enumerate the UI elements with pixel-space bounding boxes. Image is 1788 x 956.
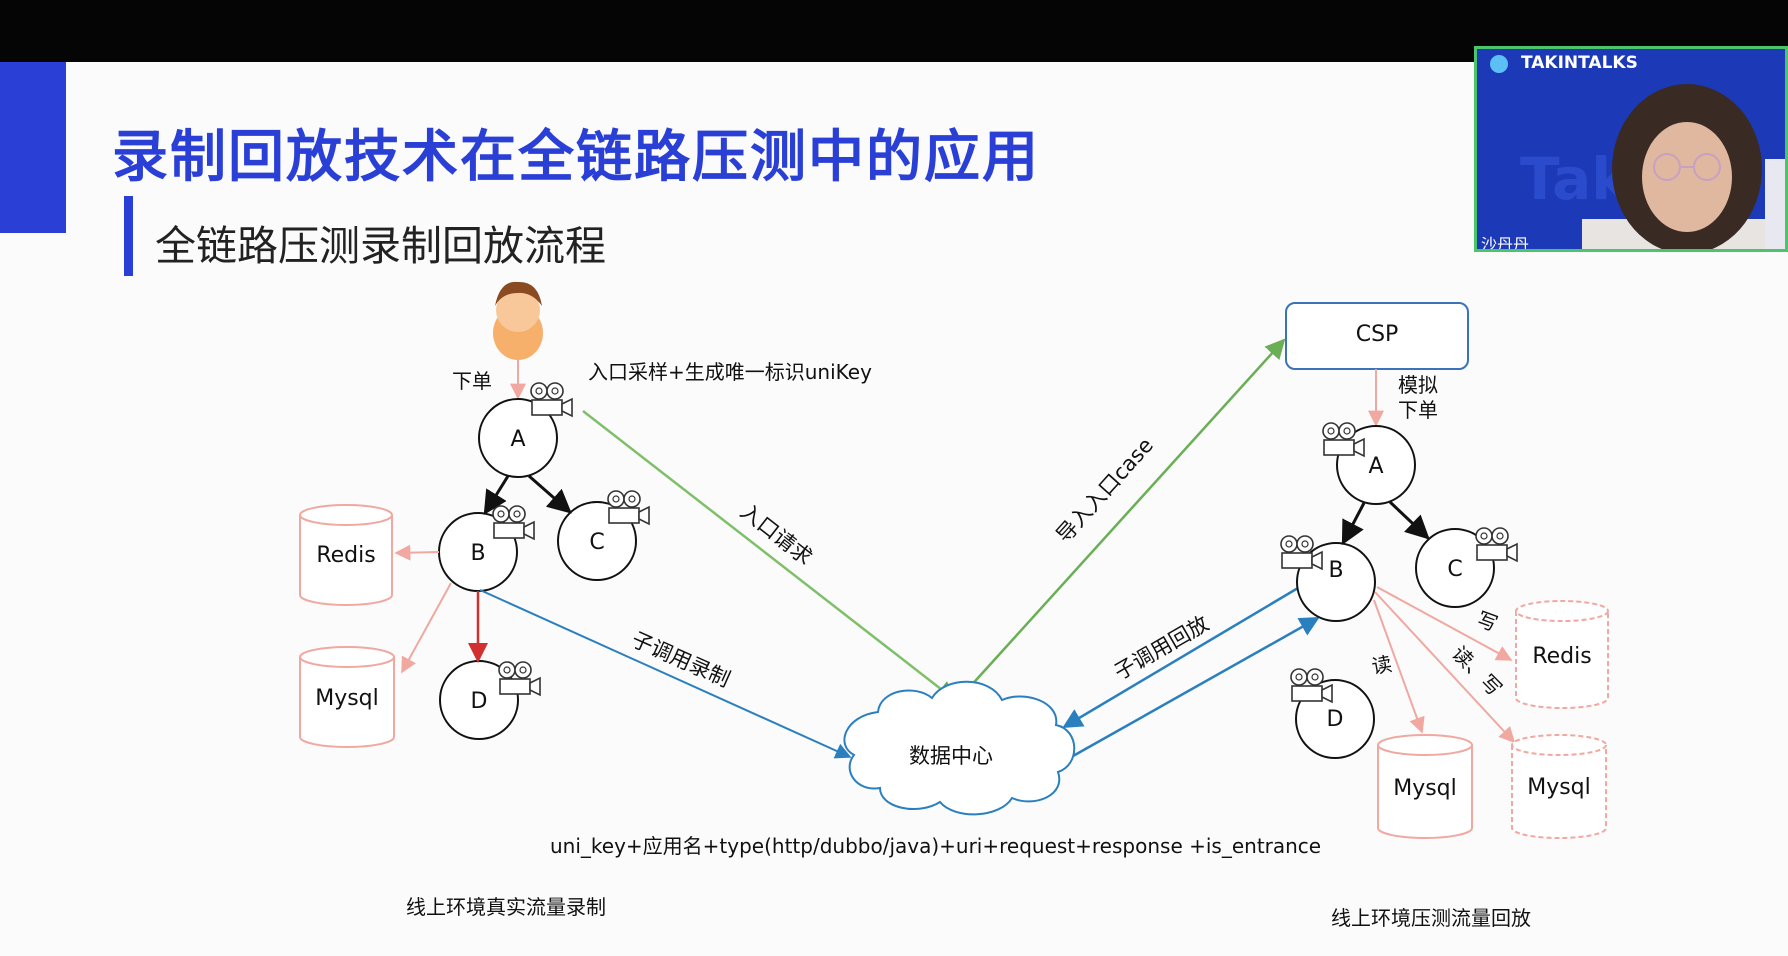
left-node-c-label: C: [589, 530, 604, 555]
right-redis-store: [1515, 600, 1609, 709]
camera-icon-left-a: [530, 382, 573, 418]
edge-a-b: [483, 475, 510, 516]
right-node-d-label: D: [1327, 707, 1344, 732]
right-caption: 线上环境压测流量回放: [1331, 906, 1531, 930]
left-node-d-label: D: [471, 689, 488, 714]
brand-logo-icon: [1490, 55, 1508, 73]
subtitle-bar: [124, 196, 133, 276]
right-redis-label: Redis: [1532, 644, 1591, 669]
datacenter-label: 数据中心: [909, 744, 993, 768]
import-case-label: 导入入口case: [1052, 433, 1158, 547]
subcall-replay-arrow-up: [1072, 616, 1320, 758]
edge-b-redis: [394, 544, 440, 561]
camera-icon-left-d: [498, 661, 541, 697]
csp-label: CSP: [1356, 322, 1399, 347]
read-write-label: 读、写: [1447, 641, 1506, 700]
edge-a-c: [528, 474, 572, 514]
left-node-a-label: A: [510, 427, 525, 452]
simulate-order-label: 模拟 下单: [1398, 373, 1438, 422]
subcall-replay-arrow-down: [1062, 586, 1299, 729]
sampling-note: 入口采样+生成唯一标识uniKey: [588, 360, 872, 384]
left-redis-store: [299, 504, 393, 606]
left-node-b-label: B: [470, 541, 485, 566]
camera-icon-right-d: [1290, 668, 1333, 704]
camera-icon-left-c: [607, 490, 650, 526]
left-redis-label: Redis: [316, 543, 375, 568]
write-label: 写: [1474, 607, 1501, 636]
subcall-record-arrow: [479, 589, 852, 759]
edge-rb-mysql2: [1374, 591, 1516, 744]
camera-icon-right-a: [1322, 422, 1365, 458]
right-mysql-store-2: [1511, 734, 1607, 839]
edge-ra-rb: [1341, 502, 1366, 546]
edge-ra-rc: [1388, 500, 1430, 540]
camera-icon-right-c: [1475, 527, 1518, 563]
subcall-record-label: 子调用录制: [628, 627, 734, 692]
slide-title: 录制回放技术在全链路压测中的应用: [112, 125, 1040, 190]
edge-rb-mysql1: [1373, 599, 1425, 734]
right-mysql-label-1: Mysql: [1393, 776, 1457, 801]
speaker-name: 沙丹丹: [1481, 235, 1530, 252]
left-mysql-store: [299, 646, 395, 748]
slide-subtitle: 全链路压测录制回放流程: [155, 222, 606, 270]
entry-request-label: 入口请求: [736, 499, 817, 570]
node-left-a: [478, 398, 558, 478]
camera-icon-left-b: [492, 505, 535, 541]
left-caption: 线上环境真实流量录制: [406, 895, 606, 919]
node-right-c: [1415, 528, 1495, 608]
right-node-b-label: B: [1328, 558, 1343, 583]
edge-b-mysql: [401, 582, 452, 674]
datacenter-cloud: [843, 680, 1076, 816]
webcam-brand: TAKINTALKS: [1521, 53, 1638, 73]
accent-block: [0, 62, 66, 233]
order-label: 下单: [452, 369, 492, 393]
left-mysql-label: Mysql: [315, 686, 379, 711]
camera-icon-right-b: [1280, 535, 1323, 571]
import-case-arrow: [957, 338, 1286, 701]
right-node-c-label: C: [1447, 557, 1462, 582]
right-mysql-store-1: [1377, 734, 1473, 839]
read-label: 读: [1370, 652, 1394, 679]
record-format: uni_key+应用名+type(http/dubbo/java)+uri+re…: [550, 834, 1322, 858]
entry-request-arrow: [582, 410, 957, 702]
right-mysql-label-2: Mysql: [1527, 775, 1591, 800]
user-icon: [493, 281, 543, 360]
webcam-scene: Takin: [1490, 55, 1785, 249]
right-node-a-label: A: [1368, 454, 1383, 479]
speaker-face: [1642, 122, 1732, 232]
speaker-webcam: Takin TAKINTALKS 沙丹丹: [1474, 46, 1788, 252]
edge-rb-redis: [1376, 586, 1513, 661]
